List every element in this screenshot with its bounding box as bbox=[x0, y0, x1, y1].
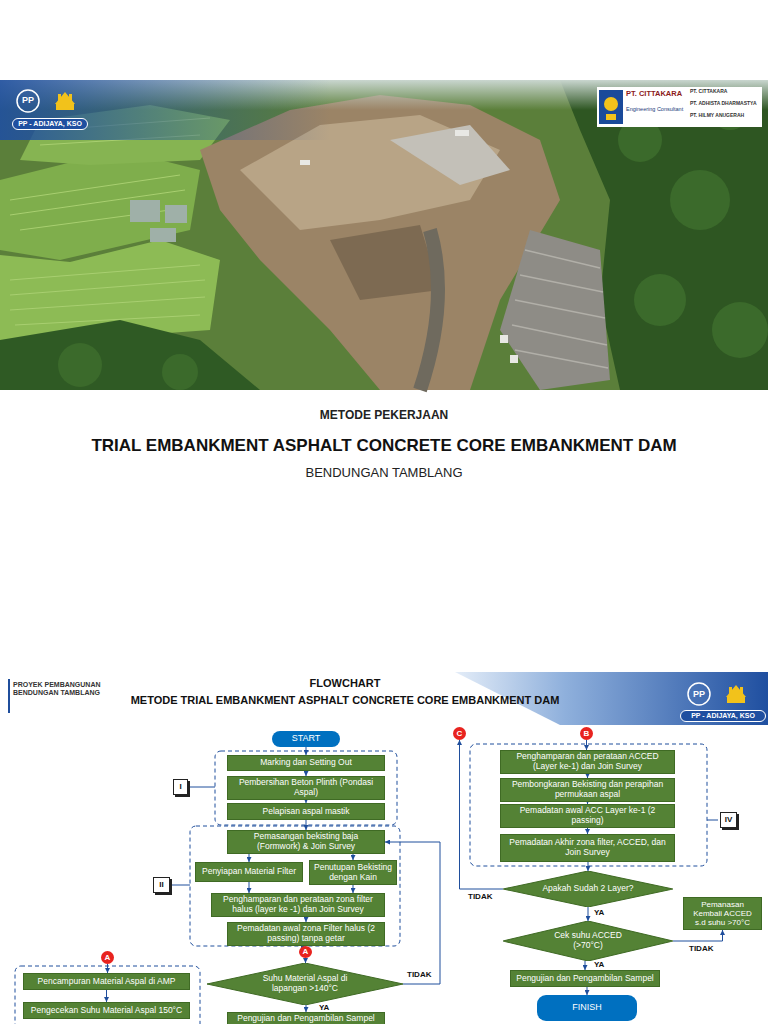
process-box: Pengecekan Suhu Material Aspal 150°C bbox=[23, 1002, 190, 1019]
flow-arrow bbox=[249, 882, 250, 893]
flowchart-title: METODE TRIAL EMBANKMENT ASPHALT CONCRETE… bbox=[90, 694, 600, 707]
flow-arrow bbox=[107, 964, 108, 973]
process-box: Pengujian dan Pengambilan Sampel bbox=[510, 970, 660, 987]
flow-arrow bbox=[249, 854, 250, 862]
connector-circle: A bbox=[299, 946, 312, 958]
text-label: TRIAL EMBANKMENT ASPHALT CONCRETE CORE E… bbox=[0, 436, 768, 456]
node-text: Cek suhu ACCED (>70°C) bbox=[540, 931, 635, 950]
flow-arrow bbox=[587, 987, 588, 995]
node-text: Pencampuran Material Aspal di AMP bbox=[38, 977, 176, 987]
text-label: PT. HILMY ANUGERAH bbox=[690, 113, 760, 119]
process-box: Pemadatan awal ACC Layer ke-1 (2 passing… bbox=[500, 804, 675, 828]
callout-number: IV bbox=[720, 812, 737, 828]
text-label: PT. CITTAKARA bbox=[626, 90, 688, 99]
node-text: Penghamparan dan perataan zona filter ha… bbox=[215, 895, 381, 915]
flow-arrow bbox=[106, 990, 107, 1002]
node-text: IV bbox=[725, 816, 733, 824]
process-box: Pembersihan Beton Plinth (Pondasi Aspal) bbox=[227, 776, 385, 800]
edge-label: YA bbox=[593, 961, 605, 969]
node-text: Penutupan Bekisting dengan Kain bbox=[313, 863, 393, 883]
flow-arrow bbox=[306, 747, 307, 755]
node-text: Pemadatan awal ACC Layer ke-1 (2 passing… bbox=[504, 806, 671, 826]
node-text: Pengecekan Suhu Material Aspal 150°C bbox=[31, 1006, 182, 1016]
flow-arrow bbox=[306, 1005, 307, 1012]
node-text: C bbox=[457, 730, 463, 738]
flow-arrow bbox=[588, 862, 589, 871]
terminal-box: FINISH bbox=[537, 995, 637, 1021]
node-text: Pembersihan Beton Plinth (Pondasi Aspal) bbox=[231, 778, 381, 798]
flow-arrow bbox=[460, 740, 504, 889]
edge-label: TIDAK bbox=[688, 945, 714, 953]
node-text: FINISH bbox=[572, 1003, 602, 1013]
callout-number: I bbox=[173, 779, 188, 795]
node-text: II bbox=[159, 881, 163, 889]
flow-arrow bbox=[588, 907, 589, 921]
terminal-box: START bbox=[272, 731, 340, 747]
flow-arrow bbox=[305, 958, 306, 963]
node-text: I bbox=[179, 783, 181, 791]
node-text: Pengujian dan Pengambilan Sampel bbox=[237, 1014, 375, 1024]
node-text: B bbox=[584, 730, 590, 738]
text-label: BENDUNGAN TAMBLANG bbox=[0, 466, 768, 481]
process-box: Pencampuran Material Aspal di AMP bbox=[23, 973, 190, 990]
decision-diamond: Suhu Material Aspal di lapangan >140°C bbox=[207, 963, 403, 1005]
node-text: Penghamparan dan perataan ACCED (Layer k… bbox=[504, 752, 671, 772]
edge-label: YA bbox=[593, 909, 605, 917]
process-box: Penutupan Bekisting dengan Kain bbox=[309, 860, 397, 885]
text-label: PP bbox=[688, 689, 710, 699]
flow-arrow bbox=[353, 885, 354, 893]
flow-arrow bbox=[673, 930, 723, 941]
process-box: Penghamparan dan perataan zona filter ha… bbox=[211, 893, 385, 917]
text-label: Engineering Consultant bbox=[626, 106, 688, 112]
text-label: PP - ADIJAYA, KSO bbox=[12, 118, 88, 130]
node-text: Penyiapan Material Filter bbox=[202, 867, 296, 877]
node-text: A bbox=[105, 954, 111, 962]
callout-number: II bbox=[153, 877, 170, 893]
text-label: PROYEK PEMBANGUNAN BENDUNGAN TAMBLANG bbox=[13, 681, 113, 697]
text-label: PT. CITTAKARA bbox=[690, 89, 760, 95]
decision-diamond: Apakah Sudah 2 Layer? bbox=[503, 871, 673, 907]
node-text: Pemadatan awal zona Filter halus (2 pass… bbox=[231, 924, 381, 944]
group-outline bbox=[15, 744, 707, 1024]
process-box: Pemadatan Akhir zona filter, ACCED, dan … bbox=[500, 834, 675, 862]
node-text: Suhu Material Aspal di lapangan >140°C bbox=[250, 974, 360, 993]
node-text: Marking dan Setting Out bbox=[260, 758, 352, 768]
edge-label: TIDAK bbox=[406, 971, 432, 979]
edge-label: TIDAK bbox=[467, 893, 493, 901]
node-text: Apakah Sudah 2 Layer? bbox=[542, 884, 633, 894]
process-box: Pemasangan bekisting baja (Formwork) & J… bbox=[227, 830, 385, 854]
flow-arrow bbox=[306, 820, 307, 830]
node-text: A bbox=[303, 948, 309, 956]
edge-label: YA bbox=[318, 1004, 330, 1012]
process-box: Penghamparan dan perataan ACCED (Layer k… bbox=[500, 750, 675, 774]
text-label: FLOWCHART bbox=[200, 677, 490, 690]
text-label: PP bbox=[17, 95, 39, 105]
process-box: Pemanasan Kembali ACCED s.d suhu >70°C bbox=[683, 897, 762, 930]
connector-circle: B bbox=[580, 727, 593, 740]
process-box: Pengujian dan Pengambilan Sampel bbox=[227, 1012, 385, 1024]
process-box: Marking dan Setting Out bbox=[227, 755, 385, 771]
flow-arrow bbox=[585, 961, 586, 970]
connector-circle: C bbox=[453, 727, 466, 740]
decision-diamond: Cek suhu ACCED (>70°C) bbox=[503, 921, 673, 961]
node-text: Pembongkaran Bekisting dan perapihan per… bbox=[504, 780, 671, 800]
connector-circle: A bbox=[101, 951, 114, 964]
flow-arrow bbox=[586, 740, 587, 750]
node-text: Pelapisan aspal mastik bbox=[263, 807, 350, 817]
text-label: PT. ADHISTA DHARMASTYA bbox=[690, 101, 760, 107]
aerial-photo bbox=[0, 80, 768, 390]
process-box: Penyiapan Material Filter bbox=[195, 862, 303, 882]
node-text: Pemanasan Kembali ACCED s.d suhu >70°C bbox=[687, 900, 758, 928]
text-label: METODE PEKERJAAN bbox=[0, 409, 768, 423]
node-text: Pengujian dan Pengambilan Sampel bbox=[516, 974, 654, 984]
process-box: Pelapisan aspal mastik bbox=[227, 803, 385, 820]
node-text: START bbox=[292, 734, 321, 744]
node-text: Pemadatan Akhir zona filter, ACCED, dan … bbox=[504, 838, 671, 858]
process-box: Pemadatan awal zona Filter halus (2 pass… bbox=[227, 922, 385, 946]
process-box: Pembongkaran Bekisting dan perapihan per… bbox=[500, 778, 675, 802]
text-label: PP - ADIJAYA, KSO bbox=[680, 710, 766, 722]
node-text: Pemasangan bekisting baja (Formwork) & J… bbox=[231, 832, 381, 852]
